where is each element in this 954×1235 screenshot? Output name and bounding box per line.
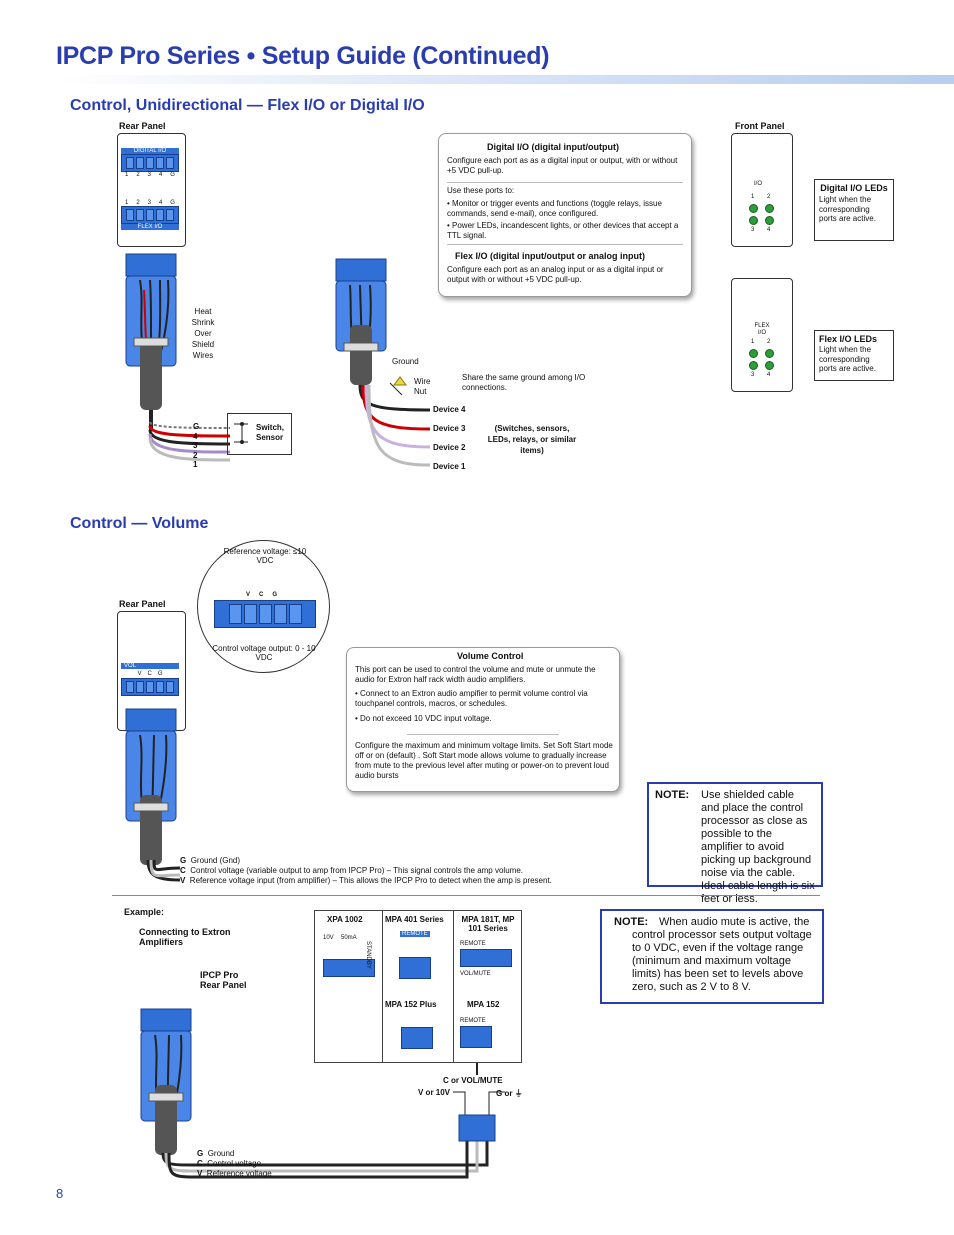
volume-control-callout: Volume Control This port can be used to … [346, 647, 620, 792]
amplifier-connectors-grid: XPA 1002 MPA 401 Series MPA 181T, MP 101… [314, 910, 522, 1063]
io-cable-diagram [125, 253, 231, 462]
volume-control-desc: This port can be used to control the vol… [355, 665, 596, 684]
ground-label: Ground [392, 357, 419, 366]
page-title: IPCP Pro Series • Setup Guide (Continued… [56, 42, 550, 70]
section-heading-volume: Control — Volume [70, 515, 209, 532]
flex-leds-desc: Light when the corresponding ports are a… [819, 345, 876, 373]
flex-io-led-1 [749, 349, 758, 358]
example-label: Example: [124, 907, 165, 917]
title-underline-bar [56, 75, 954, 84]
digital-io-led-2 [765, 204, 774, 213]
heat-shrink-label: Heat Shrink Over Shield Wires [191, 307, 215, 360]
mpa401-label: MPA 401 Series [385, 915, 444, 924]
front-panel-io: I/O 1 2 3 4 [731, 133, 793, 247]
mpa152-connector [460, 1026, 492, 1048]
vol-rear-panel-label: Rear Panel [119, 599, 166, 609]
flex-io-connector [121, 206, 179, 224]
flex-leds-title: Flex I/O LEDs [819, 334, 878, 344]
connecting-label: Connecting to Extron Amplifiers [139, 927, 231, 947]
ref-voltage-label: Reference voltage: ≤10 VDC [223, 547, 307, 565]
note1-label: NOTE: [655, 789, 690, 801]
control-output-label: Control voltage output: 0 - 10 VDC [212, 644, 316, 662]
digital-io-connector [121, 154, 179, 172]
digital-io-title: Digital I/O (digital input/output) [487, 142, 619, 152]
vol-wire-legend: G Ground (Gnd) C Control voltage (variab… [180, 856, 552, 885]
g-or-ground-label: G or ⏚ [496, 1089, 523, 1098]
note2-label: NOTE: [614, 916, 649, 928]
devices-cable-diagram [335, 258, 431, 467]
volume-control-title: Volume Control [457, 651, 524, 661]
switch-sensor-label: Switch, Sensor [256, 423, 285, 442]
front-panel-label: Front Panel [735, 121, 785, 131]
rear-panel-label: Rear Panel [119, 121, 166, 131]
note2-text: When audio mute is active, the control p… [632, 916, 812, 993]
front-io-label: I/O [754, 181, 763, 187]
switch-icon [234, 422, 248, 444]
device-1-label: Device 1 [433, 462, 466, 471]
mpa152plus-label: MPA 152 Plus [385, 1000, 437, 1009]
digital-io-desc: Configure each port as as a digital inpu… [447, 156, 678, 175]
vol-connector [121, 678, 179, 696]
section-heading-io: Control, Unidirectional — Flex I/O or Di… [70, 97, 425, 114]
vol-port-label: VOL [121, 663, 179, 669]
flex-io-title: Flex I/O (digital input/output or analog… [455, 251, 645, 261]
section-divider [112, 895, 820, 896]
page-number: 8 [56, 1186, 64, 1201]
v-or-10v-label: V or 10V [418, 1088, 451, 1097]
mpa152plus-connector [401, 1027, 433, 1049]
example-wire-legend: G Ground C Control voltage V Reference v… [197, 1149, 272, 1178]
flex-io-led-4 [765, 361, 774, 370]
example-cable-diagram [140, 1008, 505, 1179]
note1-text: Use shielded cable and place the control… [701, 789, 815, 905]
digital-io-led-1 [749, 204, 758, 213]
wire-nut-label: Wire Nut [414, 377, 431, 396]
note-shielded-cable: NOTE: Use shielded cable and place the c… [647, 782, 823, 905]
volume-control-bullet-2: • Do not exceed 10 VDC input voltage. [355, 714, 492, 723]
xpa1002-connector [323, 959, 375, 977]
mpa181-label: MPA 181T, MP 101 Series [461, 915, 515, 933]
digital-io-bullet-1: • Monitor or trigger events and function… [447, 199, 662, 218]
ipcp-rear-label: IPCP Pro Rear Panel [200, 970, 247, 990]
digital-io-led-4 [765, 216, 774, 225]
note-audio-mute: NOTE: When audio mute is active, the con… [600, 909, 824, 1004]
volume-control-config: Configure the maximum and minimum voltag… [355, 741, 613, 780]
digital-leds-desc: Light when the corresponding ports are a… [819, 195, 876, 223]
digital-io-port-label: DIGITAL I/O [121, 148, 179, 154]
device-4-label: Device 4 [433, 405, 466, 414]
devices-note: (Switches, sensors, LEDs, relays, or sim… [487, 424, 577, 455]
flex-io-desc: Configure each port as an analog input o… [447, 265, 664, 284]
mpa152-label: MPA 152 [467, 1000, 500, 1009]
digital-leds-title: Digital I/O LEDs [820, 183, 888, 193]
flex-io-led-2 [765, 349, 774, 358]
xpa1002-label: XPA 1002 [327, 915, 363, 924]
io-info-callout: Digital I/O (digital input/output) Confi… [438, 133, 692, 297]
switch-sensor-box [227, 413, 292, 455]
mpa181-connector [460, 949, 512, 967]
vol-cable-diagram [125, 708, 181, 882]
use-ports-text: Use these ports to: [447, 186, 515, 195]
device-3-label: Device 3 [433, 424, 466, 433]
digital-io-bullet-2: • Power LEDs, incandescent lights, or ot… [447, 221, 679, 240]
device-2-label: Device 2 [433, 443, 466, 452]
volume-control-bullet-1: • Connect to an Extron audio ampifier to… [355, 689, 588, 708]
flex-io-led-3 [749, 361, 758, 370]
mpa401-connector [399, 957, 431, 979]
flex-leds-box: Flex I/O LEDs Light when the correspondi… [814, 330, 894, 381]
front-flex-label: FLEX I/O [754, 323, 770, 336]
magnified-vol-connector [214, 600, 316, 628]
digital-io-led-3 [749, 216, 758, 225]
share-ground-label: Share the same ground among I/O connecti… [462, 373, 586, 392]
digital-leds-box: Digital I/O LEDs Light when the correspo… [814, 179, 894, 241]
c-or-volmute-label: C or VOL/MUTE [443, 1076, 503, 1085]
flex-io-port-label: FLEX I/O [121, 224, 179, 230]
front-panel-flex: FLEX I/O 1 2 3 4 [731, 278, 793, 392]
